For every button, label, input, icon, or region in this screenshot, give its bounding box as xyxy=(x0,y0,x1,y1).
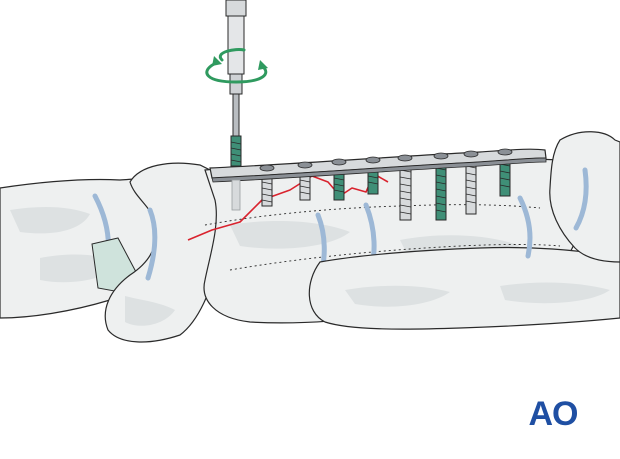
plate-edge xyxy=(211,157,547,183)
driver-tip xyxy=(230,135,242,167)
bone-lower-shade xyxy=(345,282,610,307)
bone-plate xyxy=(209,148,547,183)
driver-handle xyxy=(227,15,245,75)
driver-shaft xyxy=(232,93,240,137)
driver-handle-top xyxy=(225,0,247,17)
bone-middle-shade xyxy=(125,296,175,326)
driver-collar xyxy=(229,73,243,95)
bone-lower xyxy=(308,246,620,330)
joint-middle xyxy=(145,207,158,281)
driver-screw-hidden xyxy=(231,179,241,211)
bone-left-shade xyxy=(10,206,120,283)
ao-logo: AO xyxy=(523,392,583,436)
plate-holes xyxy=(259,148,513,172)
ao-logo-text: AO xyxy=(528,395,579,433)
bone-lower-body xyxy=(308,246,620,330)
screwdriver-icon xyxy=(225,0,247,211)
screws xyxy=(261,155,511,221)
bone-right xyxy=(517,131,620,263)
screw-6 xyxy=(435,159,447,221)
dotted-contour-2 xyxy=(204,204,541,226)
joint-right xyxy=(573,167,589,231)
joint-right-2 xyxy=(517,195,533,259)
bone-middle xyxy=(104,162,226,343)
fracture-line xyxy=(187,173,389,241)
rotation-arrow-icon xyxy=(205,48,268,84)
